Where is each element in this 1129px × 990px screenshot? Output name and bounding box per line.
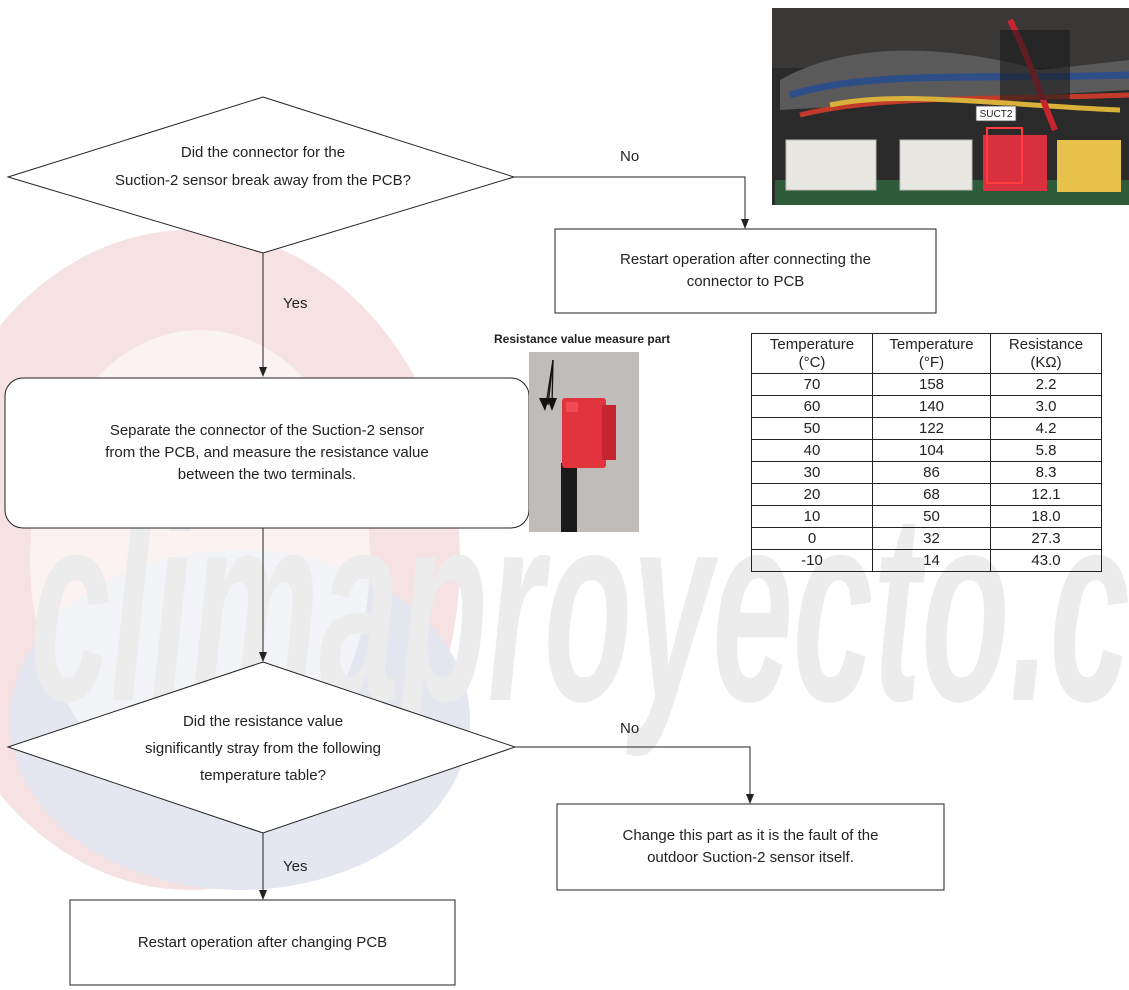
table-cell: 50 [751, 417, 873, 440]
table-cell: 4.2 [990, 417, 1102, 440]
suct2-highlight [986, 127, 1023, 184]
q2-yes-label: Yes [283, 858, 308, 875]
arrowhead-yes-2 [259, 890, 267, 900]
header-resistance-unit: (KΩ) [1030, 353, 1062, 371]
table-cell: 122 [872, 417, 991, 440]
table-cell: 40 [751, 439, 873, 462]
connector-no-2 [515, 746, 751, 800]
header-temp-c-top: Temperature [769, 335, 855, 353]
action-box-2 [556, 803, 945, 891]
arrowhead-process [259, 652, 267, 662]
table-cell: 8.3 [990, 461, 1102, 484]
decision-2-line-1: Did the resistance value [183, 713, 343, 730]
action-box-1-line-2: connector to PCB [686, 273, 805, 290]
arrowhead-yes-1 [259, 367, 267, 377]
red-connector [562, 398, 606, 468]
table-cell: 86 [872, 461, 991, 484]
table-cell: 158 [872, 373, 991, 396]
table-cell: 27.3 [990, 527, 1102, 550]
table-cell: 50 [872, 505, 991, 528]
table-cell: 140 [872, 395, 991, 418]
decision-1-line-2: Suction-2 sensor break away from the PCB… [115, 172, 411, 189]
table-cell: 14 [872, 549, 991, 572]
table-cell: -10 [751, 549, 873, 572]
connector-photo [529, 352, 639, 532]
pointer-line-2 [551, 359, 554, 406]
action-box-3-line: Restart operation after changing PCB [137, 933, 388, 951]
table-cell: 60 [751, 395, 873, 418]
arrowhead-no-1 [741, 219, 749, 229]
table-cell: 68 [872, 483, 991, 506]
table-cell: 104 [872, 439, 991, 462]
q1-no-label: No [620, 148, 640, 165]
table-cell: 70 [751, 373, 873, 396]
header-temp-c-unit: (°C) [798, 353, 826, 371]
header-temp-f-unit: (°F) [918, 353, 945, 371]
action-box-1-text: Restart operation after connecting the co… [555, 229, 936, 313]
table-cell: 43.0 [990, 549, 1102, 572]
table-cell: 20 [751, 483, 873, 506]
q2-no-label: No [620, 720, 640, 737]
table-cell: 2.2 [990, 373, 1102, 396]
header-temp-f-top: Temperature [889, 335, 974, 353]
action-box-1-line-1: Restart operation after connecting the [620, 251, 871, 268]
table-cell: 32 [872, 527, 991, 550]
pcb-photo: SUCT2 [772, 8, 1129, 205]
table-cell: 0 [751, 527, 873, 550]
action-box-3 [69, 899, 456, 986]
table-cell: 5.8 [990, 439, 1102, 462]
action-box-2-line-2: outdoor Suction-2 sensor itself. [647, 849, 854, 866]
table-cell: 10 [751, 505, 873, 528]
decision-2-line-3: temperature table? [200, 767, 326, 784]
process-line-1: Separate the connector of the Suction-2 … [109, 422, 425, 439]
process-line-2: from the PCB, and measure the resistance… [105, 444, 429, 461]
q1-yes-label: Yes [283, 295, 308, 312]
table-cell: 12.1 [990, 483, 1102, 506]
table-cell: 30 [751, 461, 873, 484]
resistance-table: Temperature(°C) Temperature(°F) Resistan… [751, 333, 1102, 572]
header-temp-f: Temperature(°F) [872, 333, 991, 374]
action-box-3-text: Restart operation after changing PCB [70, 900, 455, 985]
process-line-3: between the two terminals. [177, 466, 357, 483]
table-cell: 3.0 [990, 395, 1102, 418]
action-box-1 [554, 228, 937, 314]
action-box-2-line-1: Change this part as it is the fault of t… [622, 827, 879, 844]
connector-caption: Resistance value measure part [494, 332, 671, 346]
process-box-text: Separate the connector of the Suction-2 … [5, 378, 529, 528]
connector-no-1 [514, 176, 746, 226]
table-cell: 18.0 [990, 505, 1102, 528]
header-resistance: Resistance(KΩ) [990, 333, 1102, 374]
pcb-tag-suct2: SUCT2 [980, 109, 1013, 120]
decision-2-line-2: significantly stray from the following [145, 740, 381, 757]
header-resistance-top: Resistance [1008, 335, 1084, 353]
arrowhead-no-2 [746, 794, 754, 804]
header-temp-c: Temperature(°C) [751, 333, 873, 374]
table-header-row: Temperature(°C) Temperature(°F) Resistan… [751, 333, 1102, 374]
action-box-2-text: Change this part as it is the fault of t… [557, 804, 944, 890]
decision-1-line-1: Did the connector for the [181, 144, 345, 161]
